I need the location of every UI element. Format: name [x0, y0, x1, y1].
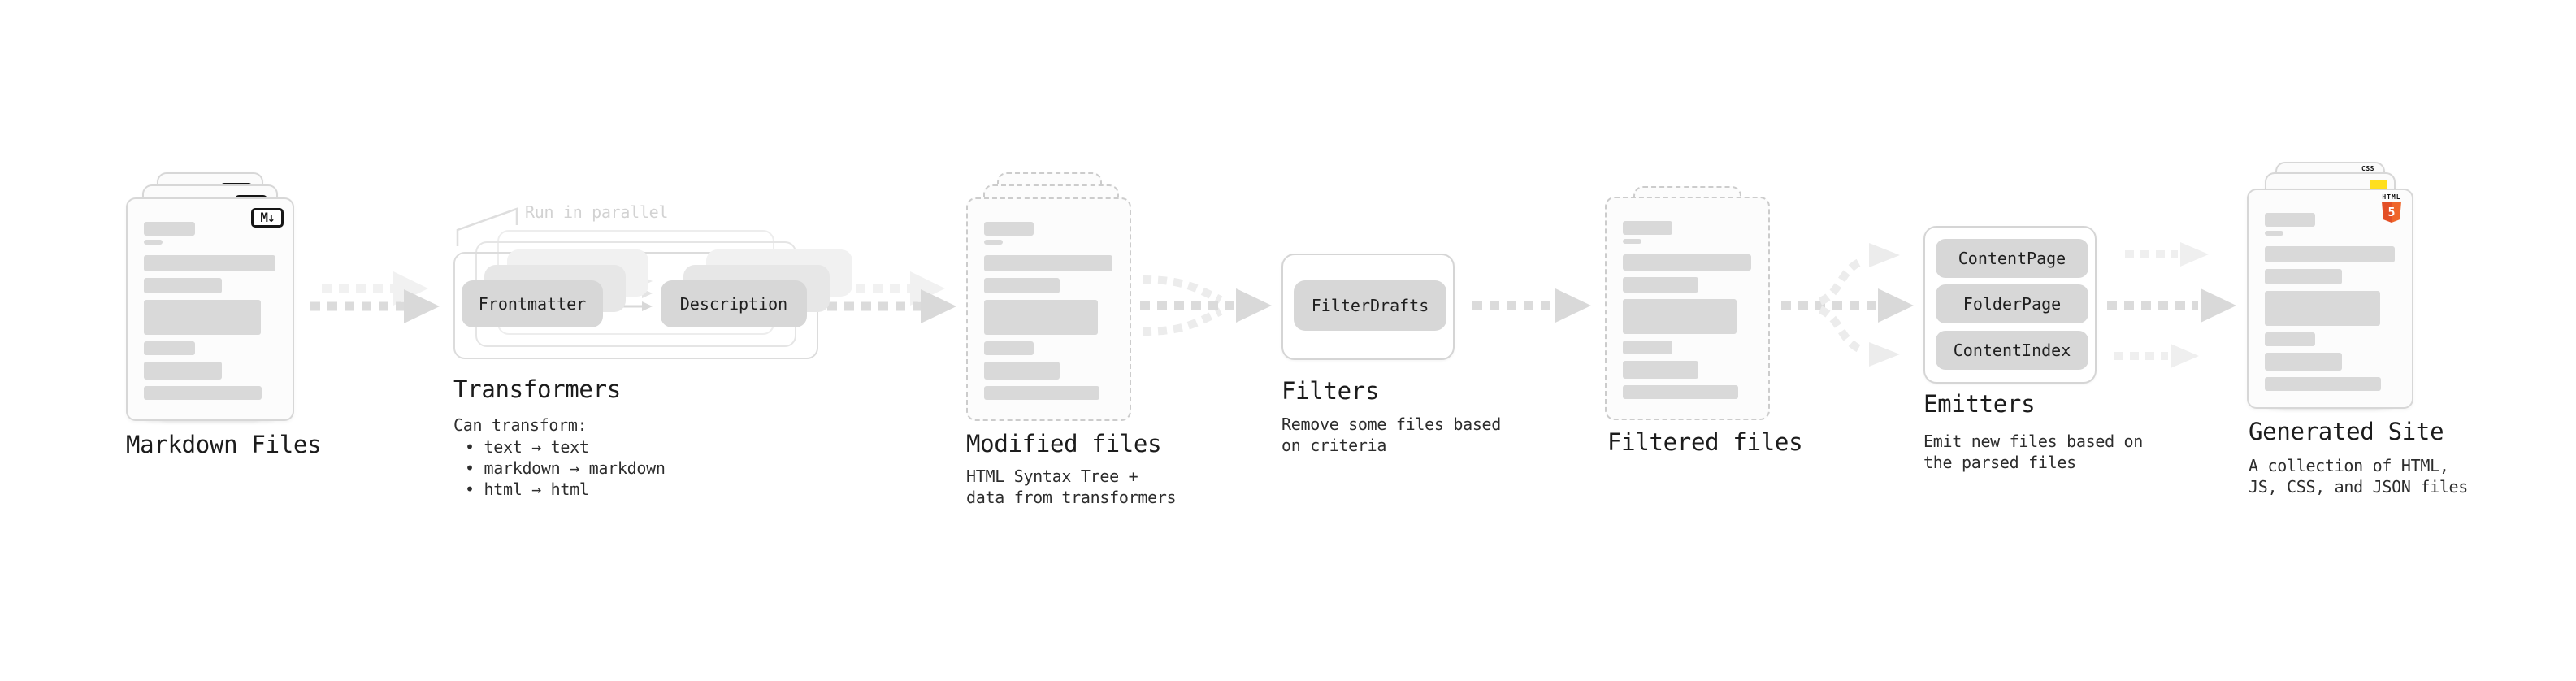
emitters-description: Emit new files based on the parsed files [1923, 432, 2144, 472]
doc-skeleton-text [2265, 213, 2397, 391]
contentindex-pill: ContentIndex [1936, 331, 2088, 370]
filters-description: Remove some files based on criteria [1281, 414, 1502, 455]
doc-skeleton-text [1623, 221, 1754, 399]
transformers-description: Can transform: [453, 415, 588, 435]
html5-icon: HTML 5 [2381, 193, 2402, 223]
doc-skeleton-text [144, 222, 278, 400]
emitters-box: ContentPage FolderPage ContentIndex [1923, 226, 2097, 384]
arrow-filtered-to-emitters [1781, 243, 1914, 367]
filterdrafts-pill: FilterDrafts [1294, 280, 1446, 331]
markdown-icon: M↓ [251, 208, 284, 228]
arrow-emitters-to-generated [2107, 242, 2236, 368]
frontmatter-pill: Frontmatter [462, 280, 603, 327]
transformers-label: Transformers [453, 375, 621, 403]
filtered-doc-card [1605, 197, 1770, 420]
markdown-files-label: Markdown Files [126, 431, 322, 458]
contentpage-pill: ContentPage [1936, 239, 2088, 278]
modified-doc-card [966, 197, 1131, 421]
modified-files-description: HTML Syntax Tree + data from transformer… [966, 466, 1177, 507]
filtered-files-label: Filtered files [1607, 428, 1803, 456]
arrow-modified-to-filters [1140, 275, 1272, 336]
modified-files-label: Modified files [966, 430, 1162, 458]
js-file-icon [2370, 180, 2387, 191]
emitters-label: Emitters [1923, 390, 2036, 418]
bullet-item: • markdown → markdown [465, 458, 666, 478]
description-pill: Description [661, 280, 807, 327]
doc-skeleton-text [984, 222, 1115, 400]
arrow-filters-to-filtered [1472, 288, 1591, 323]
transformers-bullet-list: • text → text • markdown → markdown • ht… [453, 436, 666, 500]
filters-box: FilterDrafts [1281, 254, 1455, 360]
generated-site-label: Generated Site [2249, 418, 2444, 445]
bullet-item: • html → html [465, 479, 589, 499]
markdown-doc-card: M↓ [126, 197, 294, 421]
arrow-markdown-to-transformers [310, 271, 440, 323]
run-in-parallel-annotation: Run in parallel [525, 202, 669, 222]
filters-label: Filters [1281, 377, 1380, 405]
generated-doc-card: HTML 5 [2247, 189, 2413, 409]
generated-site-description: A collection of HTML, JS, CSS, and JSON … [2249, 456, 2469, 497]
bullet-item: • text → text [465, 437, 589, 457]
folderpage-pill: FolderPage [1936, 284, 2088, 323]
